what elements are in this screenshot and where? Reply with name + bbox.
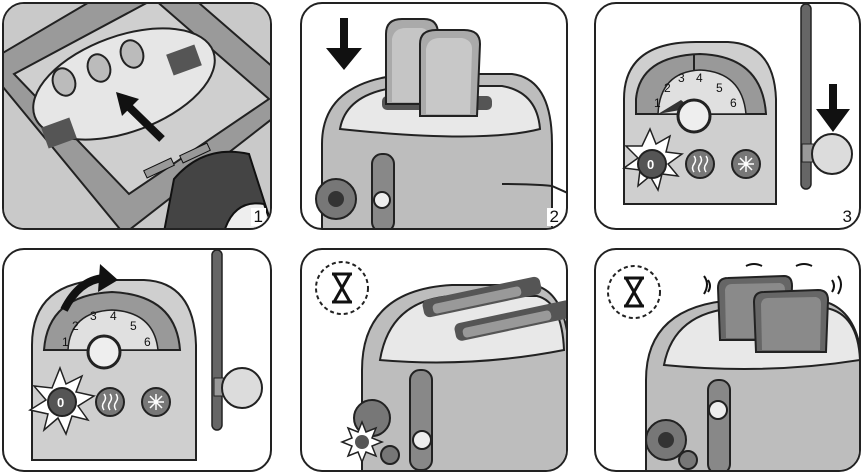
dial-number: 3 (678, 71, 685, 85)
dial-number: 6 (730, 96, 737, 110)
socket-illustration (4, 4, 272, 230)
step-number: 1 (251, 208, 266, 226)
arrow-down-icon (326, 18, 362, 70)
power-button-label: 0 (57, 395, 64, 410)
step-6-panel (594, 248, 861, 472)
hourglass-icon (608, 266, 660, 318)
dial-number: 3 (90, 309, 97, 323)
dial-number: 2 (664, 81, 671, 95)
toaster-bread-illustration (302, 4, 568, 230)
dial-number: 5 (716, 81, 723, 95)
step-number: 2 (547, 208, 562, 226)
dial-number: 1 (62, 335, 69, 349)
dial-number: 2 (72, 319, 79, 333)
power-button-flash (342, 422, 382, 462)
control-panel-illustration: 1 2 3 4 5 6 0 (596, 4, 861, 230)
step-2-panel: 2 (300, 2, 568, 230)
hourglass-icon (316, 262, 368, 314)
dial-number: 4 (696, 71, 703, 85)
step-5-panel (300, 248, 568, 472)
step-3-panel: 1 2 3 4 5 6 0 3 (594, 2, 861, 230)
reheat-icon (686, 150, 714, 178)
toast-slice (754, 290, 828, 352)
arrow-down-icon (816, 84, 850, 132)
dial-number: 5 (130, 319, 137, 333)
toasting-illustration (302, 250, 568, 472)
defrost-icon (142, 388, 170, 416)
dial-number: 4 (110, 309, 117, 323)
browning-dial-illustration: 1 2 3 4 5 6 0 (4, 250, 272, 472)
reheat-icon (96, 388, 124, 416)
dial-number: 6 (144, 335, 151, 349)
toast-ready-illustration (596, 250, 861, 472)
dial-number: 1 (654, 96, 661, 110)
defrost-icon (732, 150, 760, 178)
bread-slice (420, 30, 480, 116)
step-1-panel: 1 (2, 2, 272, 230)
power-button-label: 0 (647, 157, 654, 172)
step-4-panel: 1 2 3 4 5 6 0 (2, 248, 272, 472)
step-number: 3 (840, 208, 855, 226)
